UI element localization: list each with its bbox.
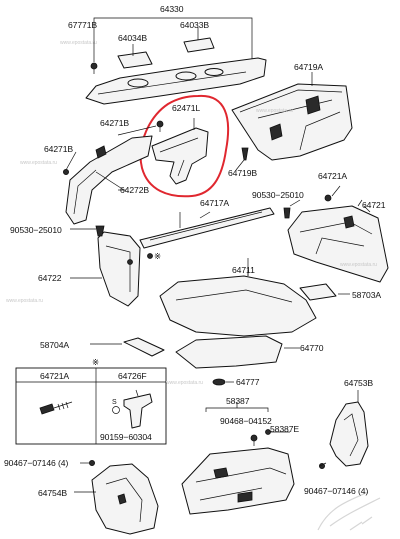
clip-67771B xyxy=(90,62,98,74)
label-64719A: 64719A xyxy=(294,62,324,72)
label-64722: 64722 xyxy=(38,273,62,283)
fastener-90467-left xyxy=(89,459,96,466)
watermark-text: www.epostata.ru xyxy=(6,298,43,304)
label-90159: 90159−60304 xyxy=(100,432,152,442)
label-64777: 64777 xyxy=(236,377,260,387)
label-64721A: 64721A xyxy=(318,171,348,181)
panel-64753B xyxy=(329,390,369,467)
label-64034B: 64034B xyxy=(118,33,148,43)
watermark-text: www.epostata.ru xyxy=(340,262,377,268)
label-90467-left: 90467−07146 (4) xyxy=(4,458,69,468)
label-64726F: 64726F xyxy=(118,371,147,381)
label-90530-left: 90530−25010 xyxy=(10,225,62,235)
watermark-logo xyxy=(317,491,381,531)
panel-64754B xyxy=(91,463,159,535)
detail-inset-box xyxy=(15,367,167,445)
label-90467-right: 90467−07146 (4) xyxy=(304,486,369,496)
label-s-marker: S xyxy=(112,399,117,406)
grommet-64777 xyxy=(212,378,234,386)
trim-64721 xyxy=(287,199,389,283)
star-mark-main xyxy=(147,253,153,259)
watermark-text: www.epostata.ru xyxy=(20,160,57,166)
label-58387: 58387 xyxy=(226,396,250,406)
package-tray-64330 xyxy=(85,57,267,105)
label-64719B: 64719B xyxy=(228,168,258,178)
label-64272B: 64272B xyxy=(120,185,150,195)
panel-62471L xyxy=(151,118,209,185)
label-64753B: 64753B xyxy=(344,378,374,388)
pad-58704A xyxy=(90,337,165,357)
side-panel-64272B xyxy=(63,135,153,225)
watermark-text: www.epostata.ru xyxy=(256,108,293,114)
label-64717A: 64717A xyxy=(200,198,230,208)
label-58703A: 58703A xyxy=(352,290,382,300)
fastener-90530-left xyxy=(70,225,105,237)
panel-64722 xyxy=(70,231,141,307)
pad-64034B xyxy=(117,44,153,69)
label-58704A: 58704A xyxy=(40,340,70,350)
label-64271B-lower: 64271B xyxy=(44,144,74,154)
rail-64717A xyxy=(139,207,275,249)
label-64770: 64770 xyxy=(300,343,324,353)
leader-lines xyxy=(65,125,371,493)
star-symbol-inset: ※ xyxy=(92,357,100,367)
highlight-circle xyxy=(139,94,230,198)
bracket-64330 xyxy=(93,17,253,66)
watermark-text: www.epostata.ru xyxy=(60,40,97,46)
label-67771B: 67771B xyxy=(68,20,98,30)
label-64721: 64721 xyxy=(362,200,386,210)
label-64033B: 64033B xyxy=(180,20,210,30)
bracket-58387 xyxy=(205,402,271,446)
clip-64721A-right xyxy=(324,194,332,202)
clip-64719B xyxy=(241,147,249,161)
label-90530-right: 90530−25010 xyxy=(252,190,304,200)
pad-58703A xyxy=(299,283,350,301)
label-64754B: 64754B xyxy=(38,488,68,498)
clip-64271B-upper xyxy=(156,120,164,132)
label-58387E: 58387E xyxy=(270,424,300,434)
pad-64033B xyxy=(183,27,215,53)
panel-64719A xyxy=(231,72,353,161)
fastener-90530-right xyxy=(283,207,291,219)
mat-64770 xyxy=(175,335,300,369)
label-62471L: 62471L xyxy=(172,103,201,113)
trunk-mat-64711 xyxy=(159,270,317,337)
label-64330: 64330 xyxy=(160,4,184,14)
label-64711: 64711 xyxy=(232,265,255,275)
label-64721A-inset: 64721A xyxy=(40,371,70,381)
watermark-text: www.epostata.ru xyxy=(166,380,203,386)
label-90468: 90468−04152 xyxy=(220,416,272,426)
rear-panel-58387 xyxy=(181,447,295,515)
star-symbol-main: ※ xyxy=(154,251,162,261)
label-64271B-upper: 64271B xyxy=(100,118,130,128)
